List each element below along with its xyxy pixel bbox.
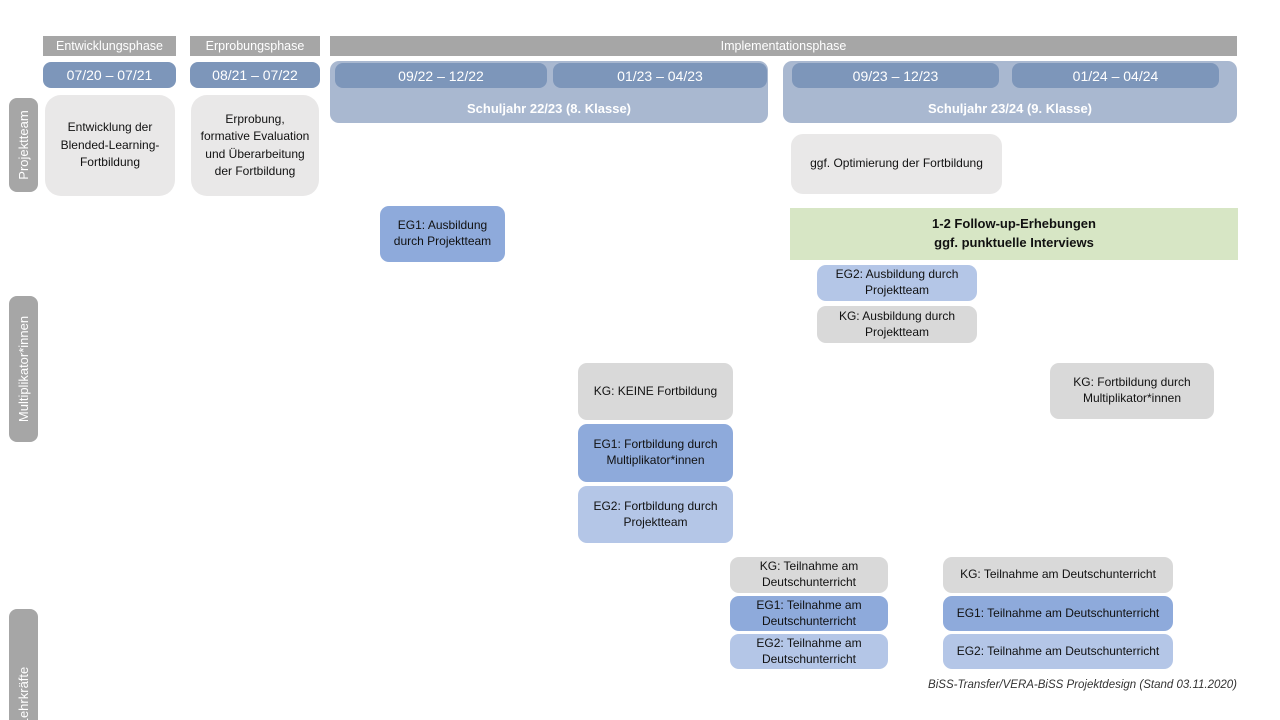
phase-entwicklungsphase: Entwicklungsphase — [43, 36, 176, 56]
date-range-0922-1222: 09/22 – 12/22 — [335, 63, 547, 88]
box-eg2-fortbildung-projektteam: EG2: Fortbildung durch Projektteam — [578, 486, 733, 543]
box-eg2-teilnahme-2: EG2: Teilnahme am Deutschunterricht — [943, 634, 1173, 669]
box-erprobung-evaluation: Erprobung, formative Evaluation und Über… — [191, 95, 319, 196]
phase-erprobungsphase: Erprobungsphase — [190, 36, 320, 56]
box-eg1-fortbildung-multiplikatoren: EG1: Fortbildung durch Multiplikator*inn… — [578, 424, 733, 482]
date-range-0124-0424: 01/24 – 04/24 — [1012, 63, 1219, 88]
phase-implementationsphase: Implementationsphase — [330, 36, 1237, 56]
box-kg-ausbildung-projektteam: KG: Ausbildung durch Projektteam — [817, 306, 977, 343]
box-eg2-ausbildung-projektteam: EG2: Ausbildung durch Projektteam — [817, 265, 977, 301]
box-kg-keine-fortbildung: KG: KEINE Fortbildung — [578, 363, 733, 420]
date-range-0923-1223: 09/23 – 12/23 — [792, 63, 999, 88]
box-entwicklung-fortbildung: Entwicklung der Blended-Learning-Fortbil… — [45, 95, 175, 196]
box-kg-teilnahme-2: KG: Teilnahme am Deutschunterricht — [943, 557, 1173, 593]
date-range-0821-0722: 08/21 – 07/22 — [190, 62, 320, 88]
followup-erhebungen-banner: 1-2 Follow-up-Erhebungen ggf. punktuelle… — [790, 208, 1238, 260]
box-kg-teilnahme-1: KG: Teilnahme am Deutschunterricht — [730, 557, 888, 593]
box-eg1-teilnahme-2: EG1: Teilnahme am Deutschunterricht — [943, 596, 1173, 631]
row-label-projektteam: Projektteam — [9, 98, 38, 192]
box-eg1-ausbildung-projektteam: EG1: Ausbildung durch Projektteam — [380, 206, 505, 262]
box-eg2-teilnahme-1: EG2: Teilnahme am Deutschunterricht — [730, 634, 888, 669]
date-range-0720-0721: 07/20 – 07/21 — [43, 62, 176, 88]
date-range-0123-0423: 01/23 – 04/23 — [553, 63, 767, 88]
row-label-multiplikatorinnen: Multiplikator*innen — [9, 296, 38, 442]
box-kg-fortbildung-multiplikatoren: KG: Fortbildung durch Multiplikator*inne… — [1050, 363, 1214, 419]
box-optimierung-fortbildung: ggf. Optimierung der Fortbildung — [791, 134, 1002, 194]
footer-caption: BiSS-Transfer/VERA-BiSS Projektdesign (S… — [928, 679, 1237, 691]
row-label-lehrkraefte: Lehrkräfte — [9, 609, 38, 720]
box-eg1-teilnahme-1: EG1: Teilnahme am Deutschunterricht — [730, 596, 888, 631]
